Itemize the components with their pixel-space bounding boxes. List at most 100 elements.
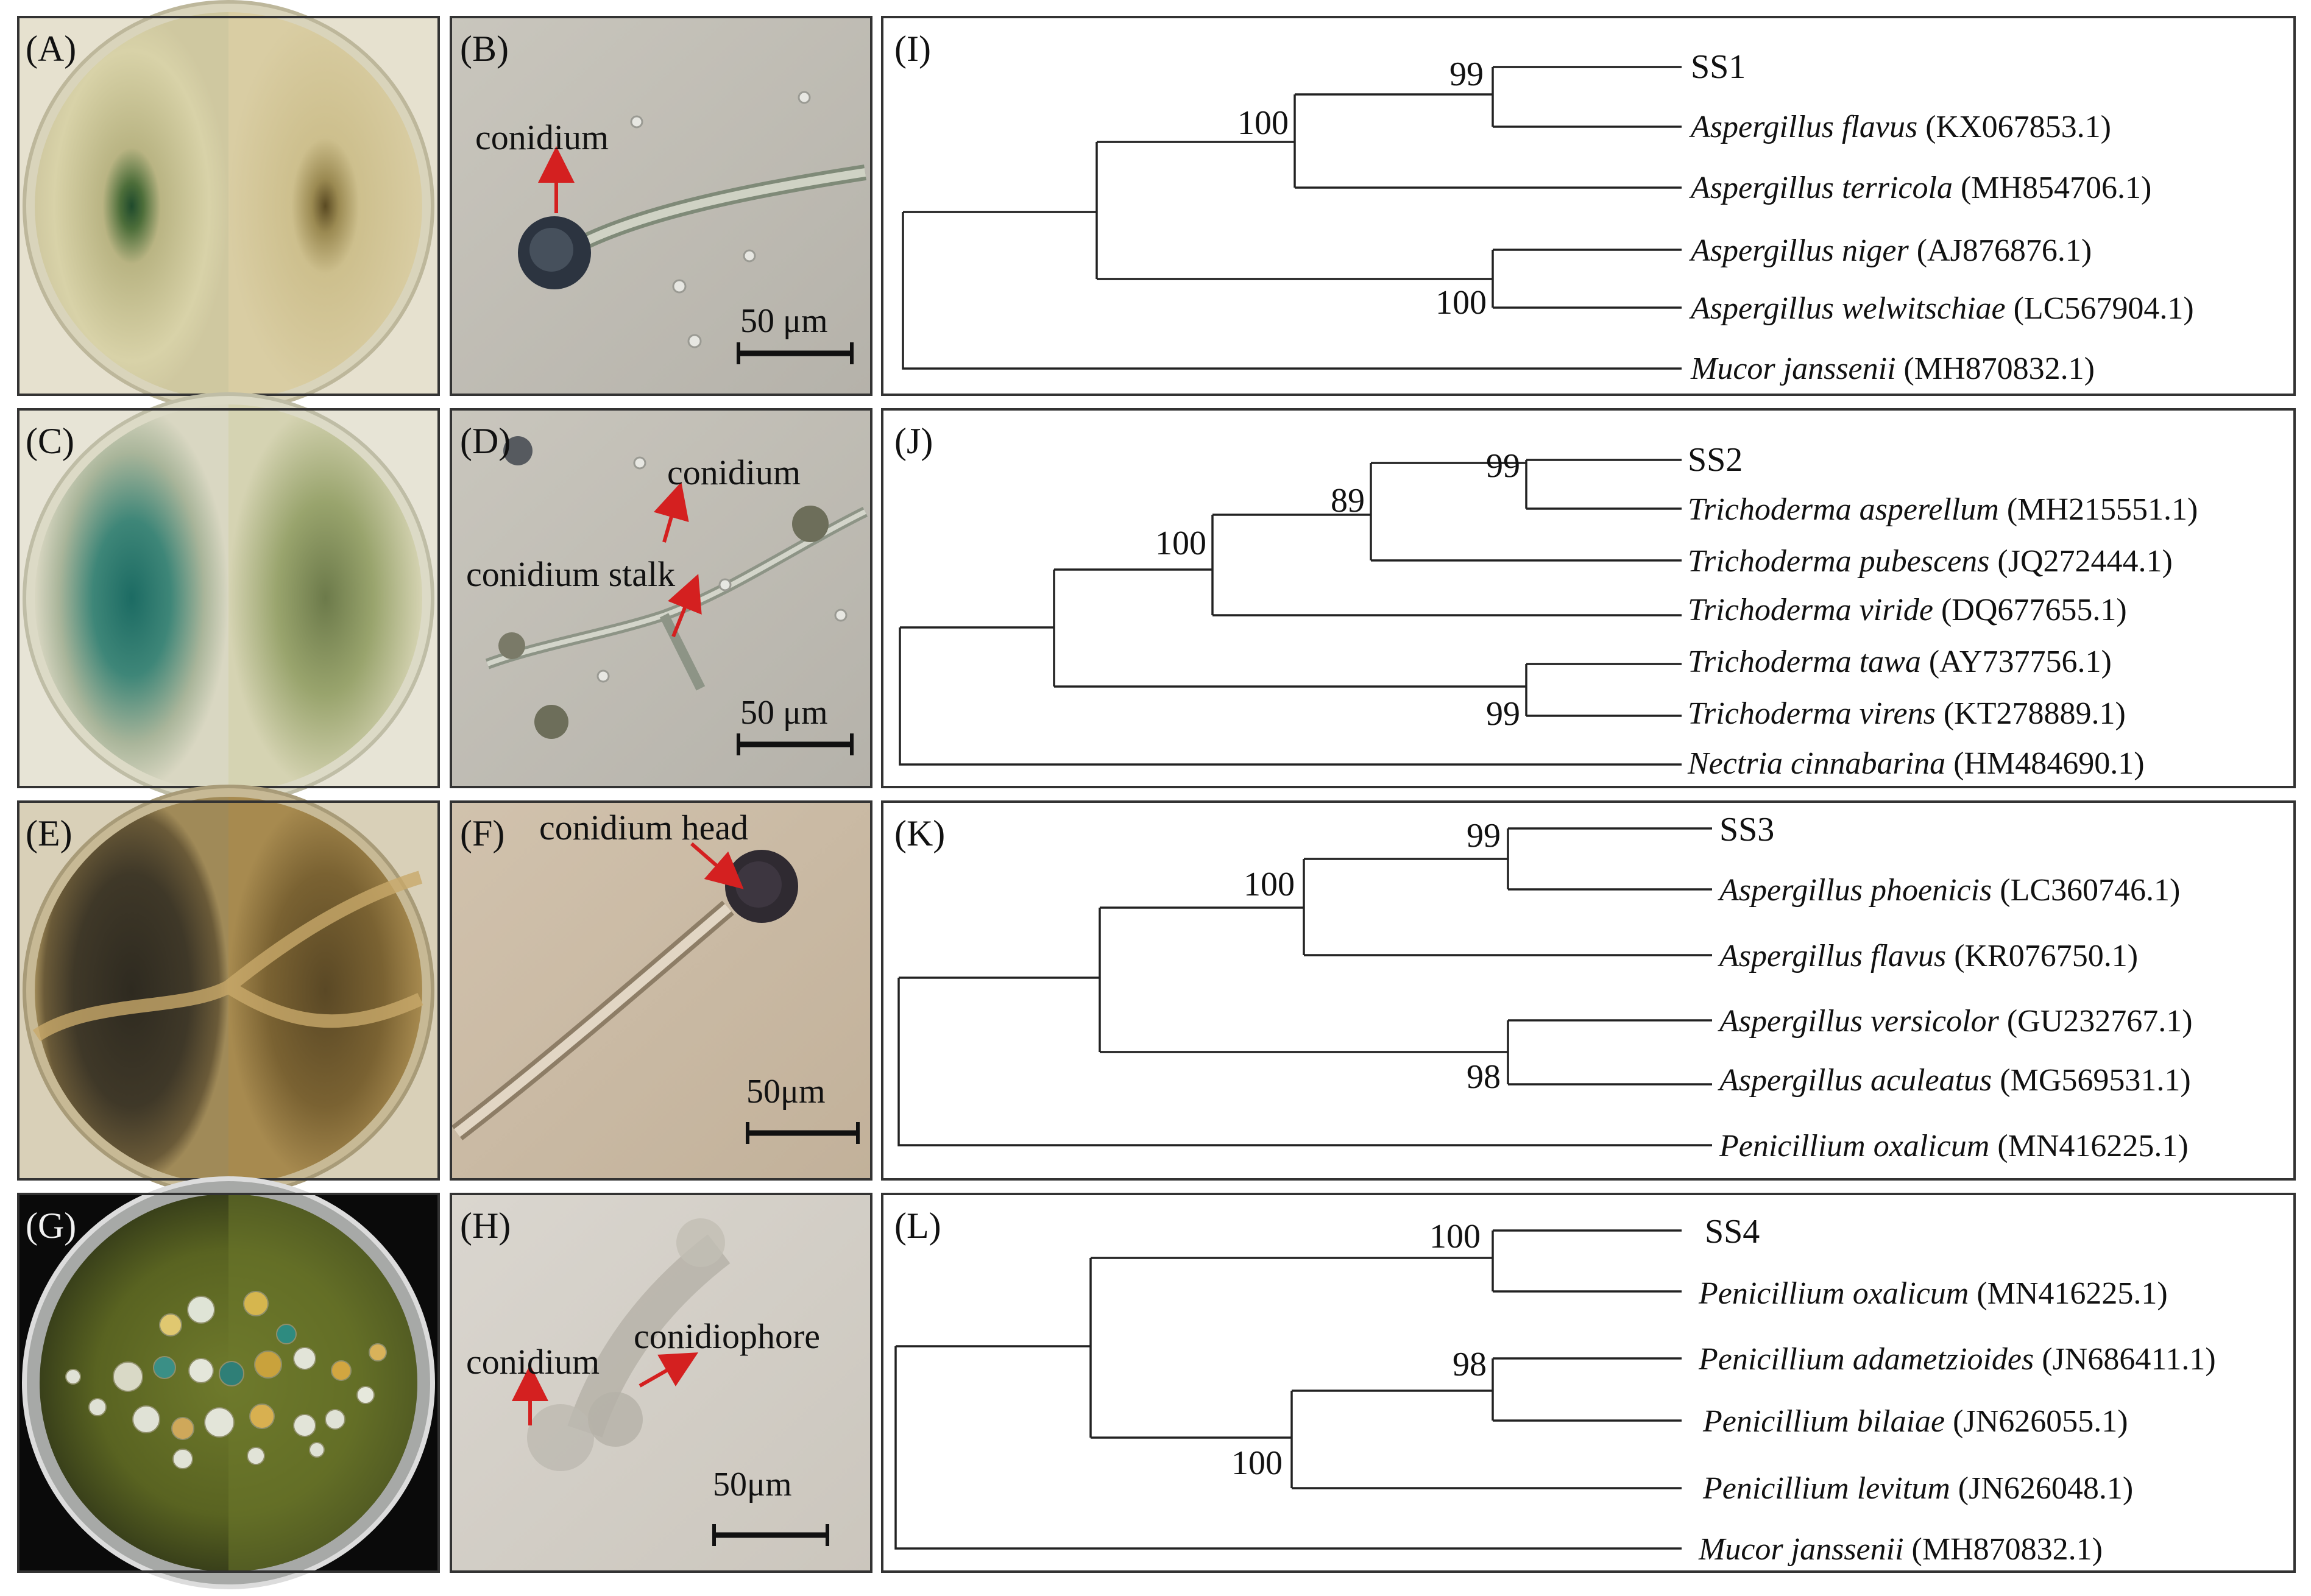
panel-d-background: [451, 409, 871, 787]
panel-f: conidium head 50μm (F): [450, 800, 872, 1181]
colony-dot: [113, 1361, 143, 1392]
panel-f-label: (F): [460, 813, 504, 853]
plate-front-half: [35, 797, 228, 1184]
colony-dot: [243, 1291, 269, 1316]
colony-dot: [187, 1296, 215, 1324]
tip-label: Penicillium adametzioides (JN686411.1): [1698, 1342, 2216, 1377]
panel-l-label: (L): [894, 1206, 941, 1246]
tip-label: Trichoderma virens (KT278889.1): [1688, 696, 2126, 731]
panel-k-frame: [881, 800, 2296, 1181]
bootstrap-value: 99: [1486, 447, 1520, 485]
colony-dot: [65, 1369, 81, 1385]
branch-root: [899, 459, 1682, 766]
colony-dot: [172, 1449, 193, 1469]
conidium-cluster: [792, 506, 829, 542]
panel-h-frame: [450, 1193, 872, 1573]
colony-dot: [247, 1447, 265, 1465]
bootstrap-value: 100: [1244, 866, 1295, 903]
tip-label: Penicillium oxalicum (MN416225.1): [1719, 1129, 2189, 1163]
panel-i-tree: (I) 99 100 100 SS1 Aspergillus flavus (K…: [881, 16, 2296, 396]
tip-label: Trichoderma asperellum (MH215551.1): [1688, 492, 2198, 527]
panel-i-label: (I): [894, 29, 931, 69]
colony-dot: [325, 1409, 345, 1430]
scale-bar-label: 50 μm: [740, 694, 828, 732]
panel-h-label: (H): [460, 1206, 511, 1246]
annotation-arrow: [639, 1352, 699, 1388]
panel-l-frame: [881, 1193, 2296, 1573]
plate-front-half: [35, 12, 228, 400]
bootstrap-value: 100: [1231, 1444, 1283, 1482]
scale-bar-label: 50 μm: [740, 302, 828, 340]
tip-label: Aspergillus terricola (MH854706.1): [1689, 171, 2151, 205]
branch-root: [902, 66, 1682, 370]
tip-label: Aspergillus niger (AJ876876.1): [1689, 233, 2092, 268]
bootstrap-value: 99: [1486, 695, 1520, 733]
panel-f-frame: [450, 800, 872, 1181]
tip-label: Mucor janssenii (MH870832.1): [1690, 351, 2095, 386]
tip-label: Trichoderma viride (DQ677655.1): [1688, 593, 2127, 627]
annotation-conidium: conidium: [466, 1342, 600, 1382]
panel-a-label: (A): [26, 29, 76, 69]
plate-back-half: [228, 1194, 417, 1572]
bootstrap-value: 100: [1435, 284, 1487, 322]
tip-label: Aspergillus flavus (KR076750.1): [1718, 939, 2138, 973]
plate-back-half: [228, 404, 422, 792]
branch-root: [894, 1229, 1682, 1550]
colony-dot: [188, 1358, 214, 1383]
panel-l-tree: (L) 100 98 100 SS4 Penicillium oxalicum …: [881, 1193, 2296, 1573]
scale-bar-label: 50μm: [713, 1466, 792, 1503]
annotation-arrow: [690, 842, 744, 889]
panel-e-label: (E): [26, 813, 73, 853]
tip-label: Trichoderma tawa (AY737756.1): [1688, 644, 2112, 679]
tip-label: Penicillium oxalicum (MN416225.1): [1698, 1276, 2168, 1311]
colony-dot: [249, 1404, 275, 1429]
panel-h-background: [451, 1194, 871, 1572]
plate-back-half: [228, 12, 422, 400]
panel-i-frame: [881, 16, 2296, 396]
colony-dot: [276, 1324, 297, 1344]
panel-g: (G): [17, 1176, 440, 1589]
panel-k-label: (K): [894, 813, 945, 853]
colony-dot: [219, 1361, 244, 1386]
conidium-cluster: [527, 1404, 594, 1471]
panel-a: (A): [17, 0, 440, 412]
colony-dot: [88, 1398, 107, 1416]
bootstrap-value: 98: [1453, 1346, 1487, 1383]
annotation-arrow: [653, 482, 689, 543]
conidium-cluster: [534, 705, 568, 739]
bootstrap-value: 89: [1331, 482, 1365, 520]
panel-b-frame: [450, 16, 872, 396]
branch-root: [897, 827, 1712, 1146]
colony-dot: [356, 1386, 375, 1404]
panel-d: conidium conidium stalk 50 μm (D): [450, 408, 872, 788]
panel-f-background: [451, 802, 871, 1179]
annotation-conidium: conidium: [475, 118, 609, 157]
panel-d-label: (D): [460, 421, 511, 461]
bootstrap-value: 100: [1237, 104, 1289, 142]
colony-dot: [293, 1414, 316, 1437]
annotation-conidium-head: conidium head: [539, 808, 748, 847]
colony-dot: [153, 1356, 176, 1379]
panel-c: (C): [17, 392, 440, 804]
panel-g-frame: [17, 1193, 440, 1573]
bootstrap-value: 100: [1155, 524, 1206, 562]
colony-group: [65, 1291, 387, 1469]
bootstrap-value: 98: [1467, 1058, 1501, 1096]
tip-label: Aspergillus flavus (KX067853.1): [1689, 110, 2111, 144]
bootstrap-value: 99: [1449, 55, 1484, 93]
panel-b: conidium 50 μm (B): [450, 16, 872, 396]
tip-label: Trichoderma pubescens (JQ272444.1): [1688, 544, 2173, 579]
bootstrap-value: 100: [1429, 1218, 1481, 1255]
annotation-conidiophore: conidiophore: [634, 1316, 820, 1356]
panel-d-frame: [450, 408, 872, 788]
colony-dot: [132, 1405, 160, 1433]
colony-dot: [254, 1351, 282, 1379]
colony-dot: [293, 1347, 316, 1370]
colony-dot: [159, 1313, 182, 1336]
panel-c-label: (C): [26, 421, 74, 461]
colony-boundary: [32, 870, 423, 1042]
tip-label: Aspergillus versicolor (GU232767.1): [1718, 1004, 2193, 1039]
tip-label: Aspergillus welwitschiae (LC567904.1): [1689, 291, 2194, 326]
plate-front-half: [35, 404, 228, 792]
tip-label: Penicillium bilaiae (JN626055.1): [1702, 1404, 2128, 1439]
